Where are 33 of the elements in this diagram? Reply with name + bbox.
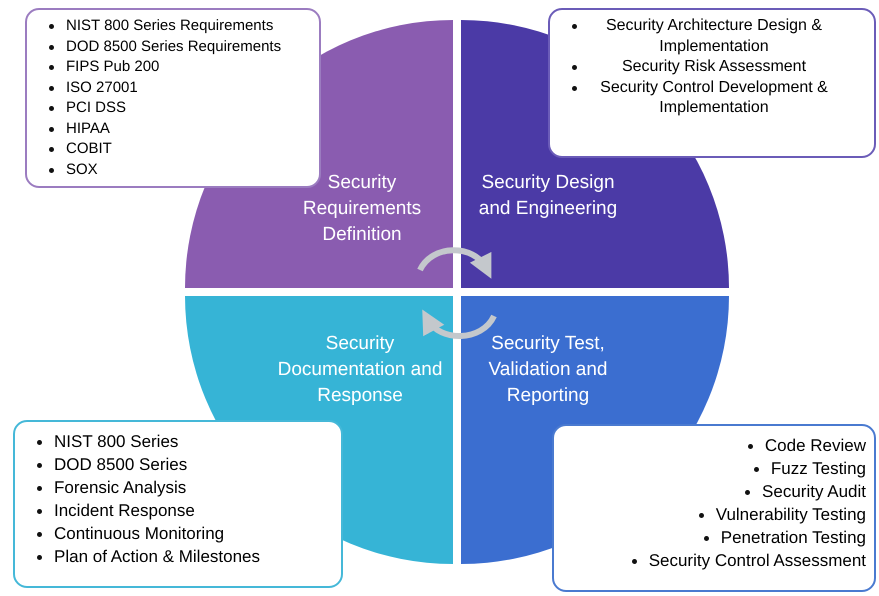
list-box xyxy=(25,8,321,188)
bullet-text: DOD 8500 Series Requirements xyxy=(66,36,282,56)
curved-arrow xyxy=(421,310,497,339)
quadrant-title: Security Documentation and Response xyxy=(276,332,444,408)
bullet-text: Security Audit xyxy=(762,481,866,503)
bullet-text: NIST 800 Series Requirements xyxy=(66,16,274,36)
bullet-text: COBIT xyxy=(66,139,112,159)
bullet-text: PCI DSS xyxy=(66,98,126,118)
bullet-text: HIPAA xyxy=(66,118,110,138)
list-box xyxy=(548,8,876,158)
bullet-text: Fuzz Testing xyxy=(770,458,866,480)
quadrant-title: Security Requirements Definition xyxy=(302,171,422,247)
curved-arrow xyxy=(417,247,493,278)
bullet-text: Code Review xyxy=(764,435,866,457)
bullet-text: Security Control Development & Implementation xyxy=(599,78,829,118)
bullet-text: Continuous Monitoring xyxy=(54,523,224,545)
bullet-text: NIST 800 Series xyxy=(54,431,178,453)
bullet-text: Security Risk Assessment xyxy=(620,57,808,77)
bullet-text: Security Control Assessment xyxy=(648,550,866,572)
bullet-text: DOD 8500 Series xyxy=(54,454,188,476)
list-box xyxy=(552,424,876,592)
bullet-text: Incident Response xyxy=(54,500,195,522)
bullet-text: Vulnerability Testing xyxy=(716,504,866,526)
bullet-text: Forensic Analysis xyxy=(54,477,186,499)
bullet-text: Security Architecture Design & Implementation xyxy=(604,16,824,56)
bullet-text: Plan of Action & Milestones xyxy=(54,546,260,568)
list-box xyxy=(13,420,343,588)
quadrant-title: Security Test, Validation and Reporting xyxy=(487,332,609,408)
bullet-text: ISO 27001 xyxy=(66,78,138,98)
quadrant-title: Security Design and Engineering xyxy=(478,171,618,221)
bullet-text: SOX xyxy=(66,160,98,180)
bullet-text: FIPS Pub 200 xyxy=(66,57,160,77)
bullet-text: Penetration Testing xyxy=(720,527,866,549)
